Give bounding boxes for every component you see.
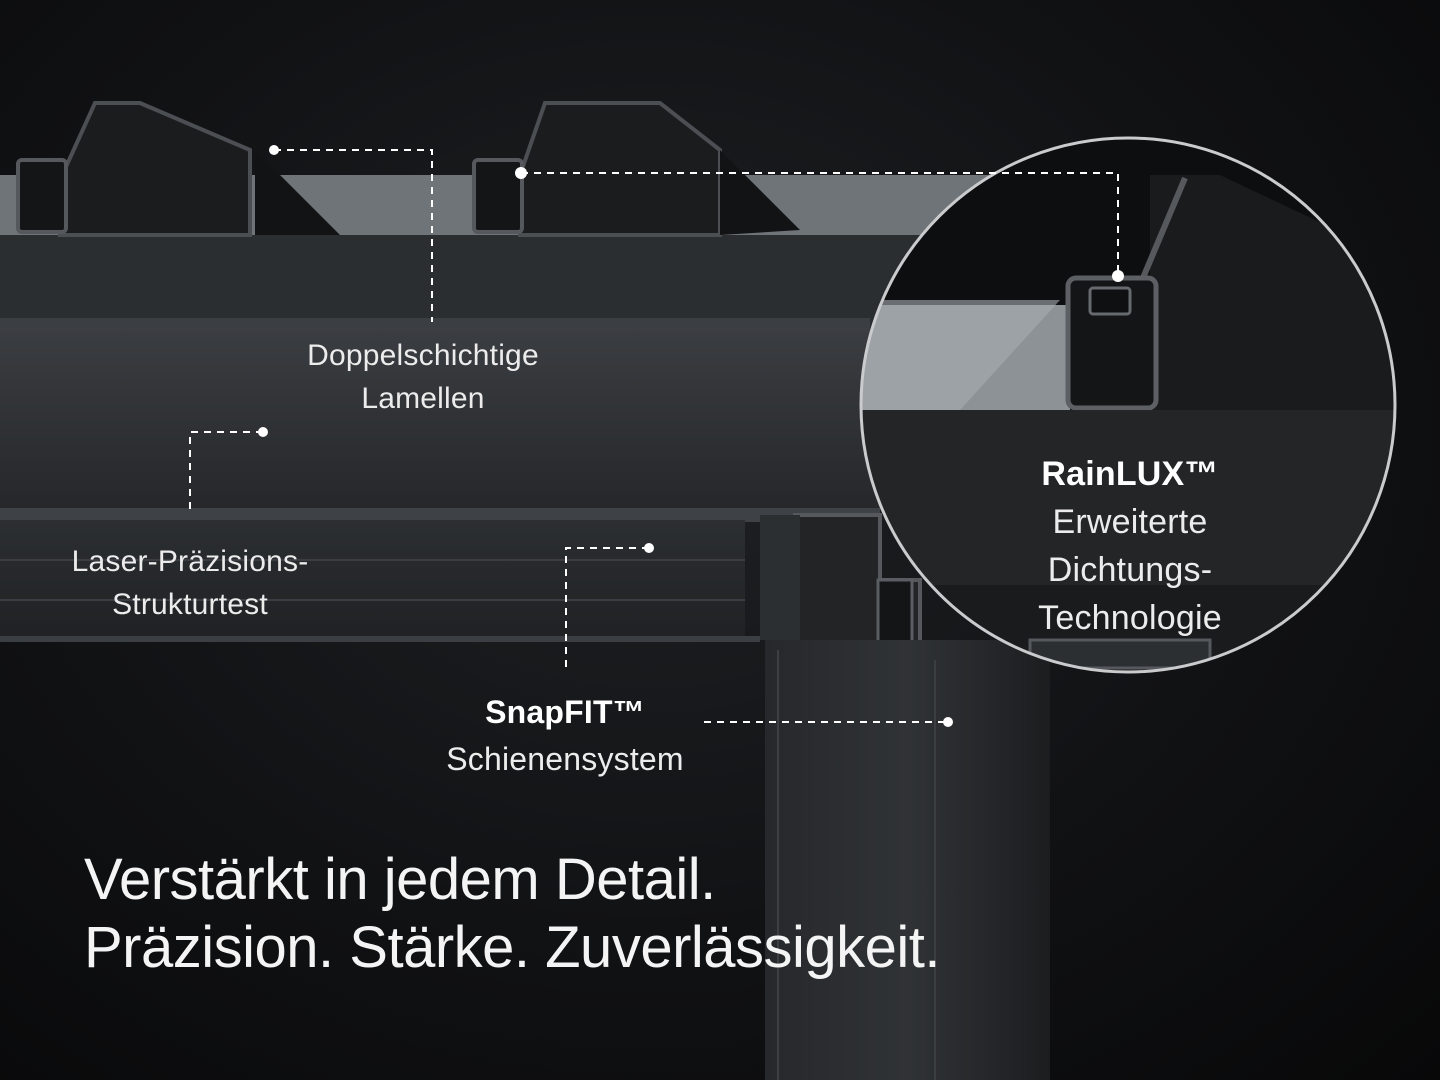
callout-lamellen-line1: Doppelschichtige: [307, 339, 539, 372]
callout-snapfit-line1: Schienensystem: [446, 741, 684, 777]
callout-rainlux-line2: Dichtungs-: [1047, 551, 1213, 589]
callout-laser-line1: Laser-Präzisions-: [71, 545, 309, 578]
leader-snapfit-top: [565, 547, 649, 670]
leader-dots: [258, 145, 1124, 727]
leader-lines: [189, 149, 1119, 723]
gutter-rail-profile: [760, 513, 922, 682]
callout-laser: Laser-Präzisions- Strukturtest: [40, 540, 340, 626]
callout-lamellen: Doppelschichtige Lamellen: [270, 334, 576, 420]
leader-rainlux: [521, 172, 1119, 276]
dot-lamellen: [269, 145, 279, 155]
dot-snapfit-side: [943, 717, 953, 727]
callout-rainlux-line3: Technologie: [1038, 599, 1222, 637]
callout-snapfit: SnapFIT™ Schienensystem: [400, 689, 730, 783]
dot-laser: [258, 427, 268, 437]
headline: Verstärkt in jedem Detail. Präzision. St…: [84, 846, 941, 982]
callout-laser-line2: Strukturtest: [112, 588, 268, 621]
callout-rainlux: RainLUX™ Erweiterte Dichtungs- Technolog…: [990, 450, 1270, 642]
callout-rainlux-line1: Erweiterte: [1052, 503, 1208, 541]
leader-lamellen: [274, 149, 433, 322]
dot-snapfit-top: [644, 543, 654, 553]
headline-line1: Verstärkt in jedem Detail.: [84, 847, 716, 912]
louvre-row: [0, 101, 1000, 332]
post: [765, 640, 1050, 1080]
callout-rainlux-title: RainLUX™: [1041, 455, 1219, 493]
headline-line2: Präzision. Stärke. Zuverlässigkeit.: [84, 915, 941, 980]
dot-rainlux-start: [515, 167, 527, 179]
callout-lamellen-line2: Lamellen: [361, 382, 485, 415]
rainlux-detail-circle: [859, 136, 1397, 674]
callout-snapfit-title: SnapFIT™: [485, 694, 645, 730]
main-beam: [0, 330, 880, 642]
dot-rainlux-end: [1112, 270, 1124, 282]
